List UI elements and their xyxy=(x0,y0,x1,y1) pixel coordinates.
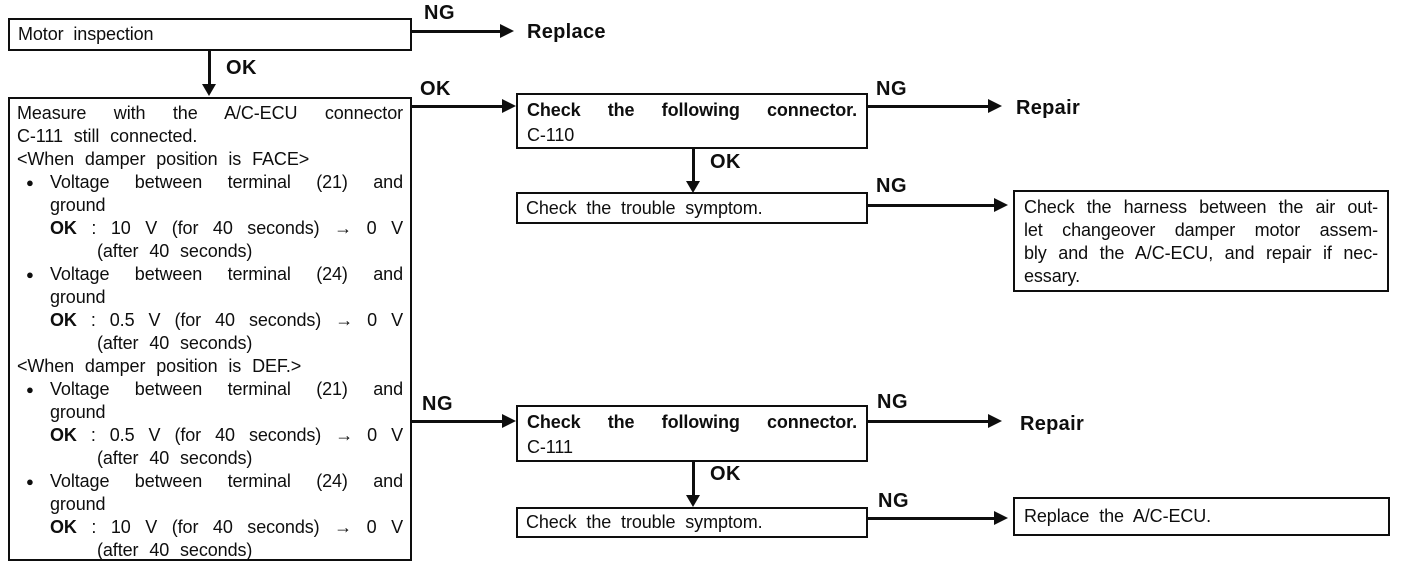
bold-text: OK xyxy=(50,310,77,330)
text-line: let changeover damper motor assem- xyxy=(1024,220,1378,240)
text-line: C-111 still connected. xyxy=(17,126,198,146)
bold-text: OK xyxy=(50,517,77,537)
text-line: bly and the A/C-ECU, and repair if nec- xyxy=(1024,243,1378,263)
arrowhead-right-icon xyxy=(988,99,1002,113)
connector-check-title: Check the following connector. xyxy=(527,100,857,120)
text-line: essary. xyxy=(1024,266,1080,286)
replace-action-label: Replace xyxy=(527,21,606,43)
motor-inspection-box: Motor inspection xyxy=(8,18,412,51)
text-line: OK : 10 V (for 40 seconds) → 0 V xyxy=(50,218,403,238)
trouble-symptom-label-2: Check the trouble symptom. xyxy=(526,512,763,532)
arrowhead-right-icon xyxy=(500,24,514,38)
check-harness-box: Check the harness between the air out-le… xyxy=(1013,190,1389,292)
text-line: ground xyxy=(50,287,106,307)
replace-ac-ecu-label: Replace the A/C-ECU. xyxy=(1024,506,1212,526)
arrow-symptom-to-harness xyxy=(868,204,996,207)
arrow-motor-to-replace xyxy=(412,30,502,33)
arrowhead-right-icon xyxy=(994,198,1008,212)
text-line: Check the harness between the air out- xyxy=(1024,197,1378,217)
arrow-c110-to-symptom xyxy=(692,149,695,183)
motor-inspection-label: Motor inspection xyxy=(18,24,154,44)
arrow-symptom-to-replace-ecu xyxy=(868,517,996,520)
arrow-c111-to-symptom xyxy=(692,461,695,498)
text-line: ground xyxy=(50,195,106,215)
bold-text: OK xyxy=(50,425,77,445)
text-line: Measure with the A/C-ECU connector xyxy=(17,103,403,123)
text-line: ground xyxy=(50,494,106,514)
check-connector-c110-box: Check the following connector. C-110 xyxy=(516,93,868,149)
text-line: (after 40 seconds) xyxy=(97,540,253,560)
check-trouble-symptom-box-2: Check the trouble symptom. xyxy=(516,507,868,538)
arrowhead-down-icon xyxy=(202,84,216,96)
arrow-motor-to-measure xyxy=(208,50,211,86)
text-line: (after 40 seconds) xyxy=(97,241,253,261)
text-line: ●Voltage between terminal (24) and xyxy=(26,264,403,284)
arrowhead-right-icon xyxy=(502,99,516,113)
bullet-icon: ● xyxy=(26,382,34,397)
arrow-c110-to-repair xyxy=(868,105,990,108)
arrowhead-right-icon xyxy=(994,511,1008,525)
check-connector-c111-box: Check the following connector. C-111 xyxy=(516,405,868,462)
text-line: ●Voltage between terminal (24) and xyxy=(26,471,403,491)
text-line: OK : 0.5 V (for 40 seconds) → 0 V xyxy=(50,425,403,445)
arrowhead-right-icon xyxy=(988,414,1002,428)
check-trouble-symptom-box-1: Check the trouble symptom. xyxy=(516,192,868,224)
arrow-measure-to-c110 xyxy=(412,105,504,108)
connector-check-title: Check the following connector. xyxy=(527,412,857,432)
arrowhead-down-icon xyxy=(686,495,700,507)
text-line: (after 40 seconds) xyxy=(97,448,253,468)
bullet-icon: ● xyxy=(26,474,34,489)
text-line: OK : 0.5 V (for 40 seconds) → 0 V xyxy=(50,310,403,330)
connector-id-c110: C-110 xyxy=(527,125,575,145)
text-line: (after 40 seconds) xyxy=(97,333,253,353)
edge-label-ok-c110-symptom: OK xyxy=(710,151,741,173)
repair-action-label-2: Repair xyxy=(1020,413,1085,435)
text-line: <When damper position is DEF.> xyxy=(17,356,302,376)
bullet-icon: ● xyxy=(26,267,34,282)
repair-action-label-1: Repair xyxy=(1016,97,1081,119)
edge-label-ng-measure-c111: NG xyxy=(422,393,453,415)
connector-id-c111: C-111 xyxy=(527,437,573,457)
text-line: ●Voltage between terminal (21) and xyxy=(26,172,403,192)
arrowhead-down-icon xyxy=(686,181,700,193)
edge-label-ok-c111-symptom: OK xyxy=(710,463,741,485)
arrow-c111-to-repair xyxy=(868,420,990,423)
edge-label-ok-measure-c110: OK xyxy=(420,78,451,100)
bold-text: OK xyxy=(50,218,77,238)
arrow-measure-to-c111 xyxy=(412,420,504,423)
bullet-icon: ● xyxy=(26,175,34,190)
edge-label-ng-motor-replace: NG xyxy=(424,2,455,24)
text-line: OK : 10 V (for 40 seconds) → 0 V xyxy=(50,517,403,537)
edge-label-ng-c110-repair: NG xyxy=(876,78,907,100)
edge-label-ng-symptom-harness: NG xyxy=(876,175,907,197)
arrowhead-right-icon xyxy=(502,414,516,428)
edge-label-ok-motor-measure: OK xyxy=(226,57,257,79)
edge-label-ng-symptom-replace: NG xyxy=(878,490,909,512)
edge-label-ng-c111-repair: NG xyxy=(877,391,908,413)
replace-ac-ecu-box: Replace the A/C-ECU. xyxy=(1013,497,1390,536)
text-line: ground xyxy=(50,402,106,422)
text-line: ●Voltage between terminal (21) and xyxy=(26,379,403,399)
text-line: <When damper position is FACE> xyxy=(17,149,310,169)
trouble-symptom-label-1: Check the trouble symptom. xyxy=(526,198,763,218)
